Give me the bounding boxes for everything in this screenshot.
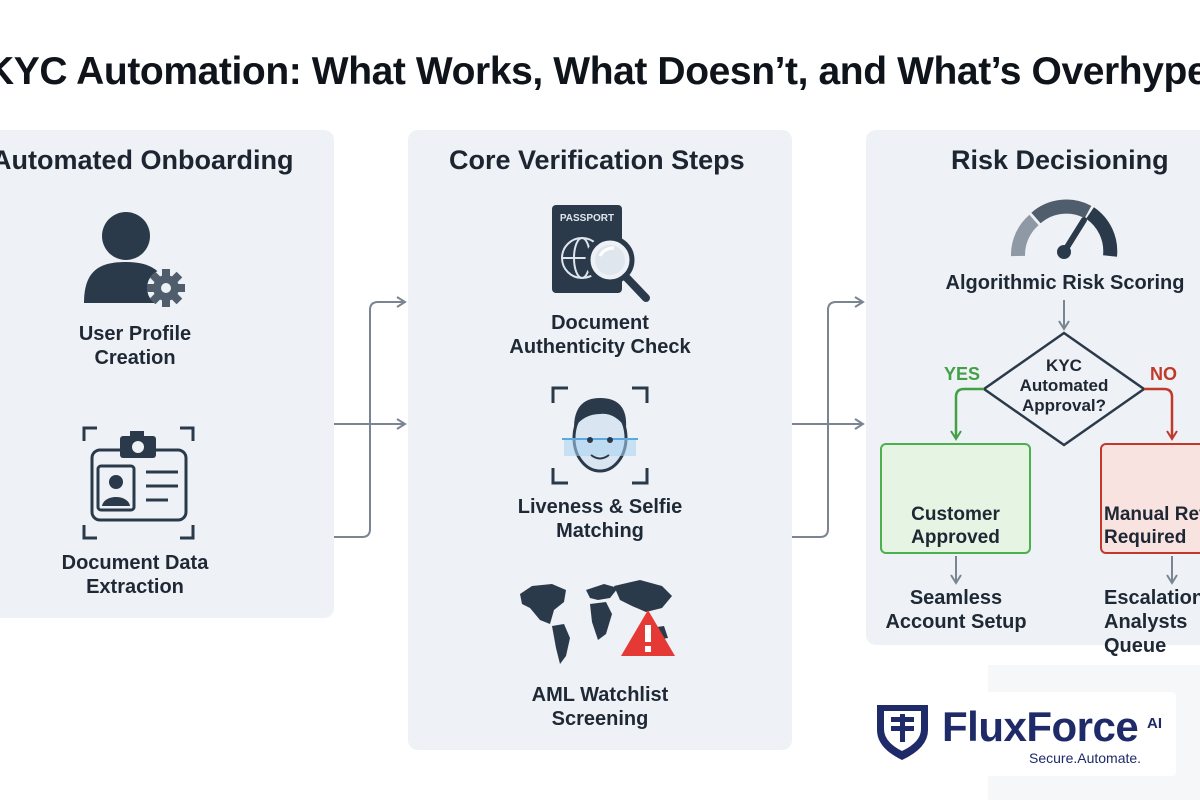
document-authenticity-label: Document Authenticity Check [509, 312, 691, 358]
page-title: KYC Automation: What Works, What Doesn’t… [0, 50, 1200, 93]
aml-screening-label: AML Watchlist Screening [531, 684, 669, 730]
verification-panel-title: Core Verification Steps [449, 145, 745, 175]
logo-tagline: Secure.Automate. [1029, 750, 1142, 766]
liveness-selfie-label: Liveness & Selfie Matching [517, 496, 683, 542]
no-label: NO [1150, 364, 1177, 384]
document-extraction-label: Document Data Extraction [61, 552, 209, 598]
logo-ai-suffix: AI [1147, 715, 1162, 732]
manual-review-box [1100, 443, 1200, 554]
world-map-alert-icon [520, 580, 675, 664]
risk-gauge-icon [1011, 199, 1118, 259]
risk-scoring-label: Algorithmic Risk Scoring [945, 272, 1185, 294]
onboarding-panel-title: Automated Onboarding [0, 145, 294, 175]
yes-branch-arrow [950, 387, 984, 441]
face-scan-icon [551, 386, 649, 485]
document-scan-icon [82, 426, 195, 540]
customer-approved-label: Customer Approved [911, 504, 1000, 548]
passport-label: PASSPORT [560, 213, 614, 224]
no-branch-arrow [1144, 387, 1178, 441]
yes-label: YES [944, 364, 981, 384]
customer-approved-box [880, 443, 1031, 554]
decision-label: KYC Automated Approval? [1019, 356, 1109, 415]
onboarding-panel [0, 130, 334, 618]
manual-outcome-label: Escalation to Analysts Queue [1104, 587, 1200, 657]
decision-diamond [981, 331, 1147, 447]
user-profile-icon [84, 212, 185, 307]
logo-wordmark: FluxForce [942, 703, 1139, 750]
passport-magnifier-icon: PASSPORT [552, 205, 650, 302]
approved-outcome-label: Seamless Account Setup [885, 587, 1027, 633]
connector-verification-to-risk [792, 296, 865, 538]
connector-onboarding-to-verification [334, 296, 407, 538]
risk-panel-title: Risk Decisioning [951, 145, 1169, 175]
user-profile-label: User Profile Creation [78, 323, 192, 369]
manual-review-label: Manual Review Required [1104, 504, 1200, 548]
